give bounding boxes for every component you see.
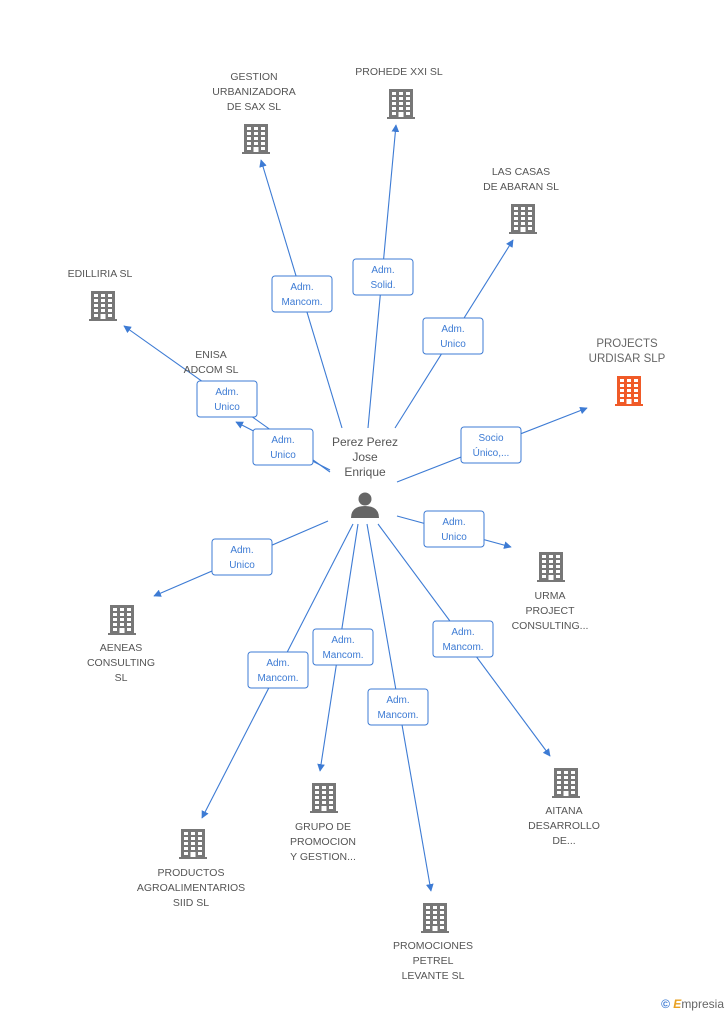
company-name-gestion-urbanizadora[interactable]: DE SAX SL: [227, 101, 281, 113]
relation-badge-aitana-desarrollo[interactable]: Adm. Mancom.: [432, 620, 494, 658]
company-name-las-casas-de-abaran[interactable]: LAS CASAS: [492, 166, 550, 178]
relation-label-line: Adm.: [331, 635, 354, 646]
relation-label-line: Mancom.: [281, 297, 322, 308]
footer-brand: © Empresia: [661, 997, 724, 1011]
relation-badge-grupo-de-promocion[interactable]: Adm. Mancom.: [312, 628, 374, 666]
brand-initial: E: [673, 997, 682, 1011]
company-name-aeneas-consulting[interactable]: CONSULTING: [87, 657, 155, 669]
building-icon-aitana-desarrollo[interactable]: [552, 768, 580, 798]
relation-label-line: Mancom.: [442, 642, 483, 653]
building-icon-projects-urdisar[interactable]: [615, 376, 643, 406]
relation-label-line: Adm.: [271, 435, 294, 446]
relation-label-line: Adm.: [442, 517, 465, 528]
relation-label-line: Unico: [270, 450, 296, 461]
company-name-projects-urdisar[interactable]: PROJECTS: [596, 338, 658, 350]
company-name-enisa-adcom[interactable]: ADCOM SL: [184, 364, 239, 376]
relation-badge-edilliria-2[interactable]: Adm. Unico: [252, 428, 314, 466]
company-name-urma-project[interactable]: PROJECT: [525, 605, 575, 617]
relation-label-line: Adm.: [230, 545, 253, 556]
building-icon-urma-project[interactable]: [537, 552, 565, 582]
person-name[interactable]: Perez Perez: [332, 435, 398, 449]
building-icon-aeneas-consulting[interactable]: [108, 605, 136, 635]
building-icon-las-casas-de-abaran[interactable]: [509, 204, 537, 234]
relation-label-line: Único,...: [473, 446, 510, 459]
building-icon-gestion-urbanizadora[interactable]: [242, 124, 270, 154]
relation-label-line: Unico: [214, 402, 240, 413]
relation-label-line: Adm.: [215, 387, 238, 398]
company-name-aeneas-consulting[interactable]: SL: [115, 672, 128, 684]
person-icon[interactable]: [351, 492, 379, 519]
person-name[interactable]: Jose: [352, 450, 378, 464]
company-name-urma-project[interactable]: CONSULTING...: [512, 620, 589, 632]
relation-badge-gestion-urbanizadora[interactable]: Adm. Mancom.: [271, 275, 333, 313]
building-icon-productos-agroalimentarios[interactable]: [179, 829, 207, 859]
company-name-productos-agroalimentarios[interactable]: PRODUCTOS: [158, 867, 225, 879]
relation-label-line: Adm.: [290, 282, 313, 293]
relation-badge-las-casas-de-abaran[interactable]: Adm. Unico: [422, 317, 484, 355]
relation-label-line: Adm.: [266, 658, 289, 669]
relation-badge-enisa-adcom[interactable]: Adm. Unico: [196, 380, 258, 418]
company-name-productos-agroalimentarios[interactable]: AGROALIMENTARIOS: [137, 882, 245, 894]
company-name-gestion-urbanizadora[interactable]: GESTION: [230, 71, 277, 83]
relation-label-line: Unico: [440, 339, 466, 350]
relation-label-line: Socio: [478, 433, 503, 444]
relation-label-line: Adm.: [386, 695, 409, 706]
relation-badge-prohede-xxi[interactable]: Adm. Solid.: [352, 258, 414, 296]
company-name-edilliria[interactable]: EDILLIRIA SL: [68, 268, 133, 280]
relation-label-line: Adm.: [371, 265, 394, 276]
relation-label-line: Solid.: [370, 280, 395, 291]
company-name-grupo-de-promocion[interactable]: PROMOCION: [290, 836, 356, 848]
company-name-aitana-desarrollo[interactable]: DE...: [552, 835, 575, 847]
relation-badge-productos-agroalimentarios[interactable]: Adm. Mancom.: [247, 651, 309, 689]
company-name-promociones-petrel[interactable]: LEVANTE SL: [402, 970, 465, 982]
relation-label-line: Mancom.: [257, 673, 298, 684]
company-name-gestion-urbanizadora[interactable]: URBANIZADORA: [212, 86, 295, 98]
company-name-projects-urdisar[interactable]: URDISAR SLP: [589, 353, 666, 365]
company-name-enisa-adcom[interactable]: ENISA: [195, 349, 227, 361]
relation-label-line: Adm.: [441, 324, 464, 335]
company-name-grupo-de-promocion[interactable]: Y GESTION...: [290, 851, 356, 863]
relation-badge-urma-project[interactable]: Adm. Unico: [423, 510, 485, 548]
relation-badge-aeneas-consulting[interactable]: Adm. Unico: [211, 538, 273, 576]
company-name-aeneas-consulting[interactable]: AENEAS: [100, 642, 143, 654]
company-name-las-casas-de-abaran[interactable]: DE ABARAN SL: [483, 181, 559, 193]
relation-label-line: Mancom.: [322, 650, 363, 661]
company-name-prohede-xxi[interactable]: PROHEDE XXI SL: [355, 66, 443, 78]
relation-label-line: Mancom.: [377, 710, 418, 721]
company-name-urma-project[interactable]: URMA: [535, 590, 566, 602]
relation-label-line: Unico: [441, 532, 467, 543]
relation-label-line: Adm.: [451, 627, 474, 638]
relation-label-line: Unico: [229, 560, 255, 571]
relation-badge-promociones-petrel[interactable]: Adm. Mancom.: [367, 688, 429, 726]
company-name-promociones-petrel[interactable]: PROMOCIONES: [393, 940, 473, 952]
company-name-grupo-de-promocion[interactable]: GRUPO DE: [295, 821, 351, 833]
building-icon-grupo-de-promocion[interactable]: [310, 783, 338, 813]
company-name-promociones-petrel[interactable]: PETREL: [413, 955, 454, 967]
person-name[interactable]: Enrique: [344, 465, 386, 479]
brand-name: mpresia: [681, 997, 724, 1011]
building-icon-edilliria[interactable]: [89, 291, 117, 321]
company-name-aitana-desarrollo[interactable]: DESARROLLO: [528, 820, 600, 832]
copyright-symbol: ©: [661, 997, 670, 1011]
company-name-aitana-desarrollo[interactable]: AITANA: [545, 805, 582, 817]
building-icon-prohede-xxi[interactable]: [387, 89, 415, 119]
building-icon-promociones-petrel[interactable]: [421, 903, 449, 933]
relation-badge-projects-urdisar[interactable]: SocioÚnico,...: [460, 426, 522, 464]
company-name-productos-agroalimentarios[interactable]: SIID SL: [173, 897, 209, 909]
